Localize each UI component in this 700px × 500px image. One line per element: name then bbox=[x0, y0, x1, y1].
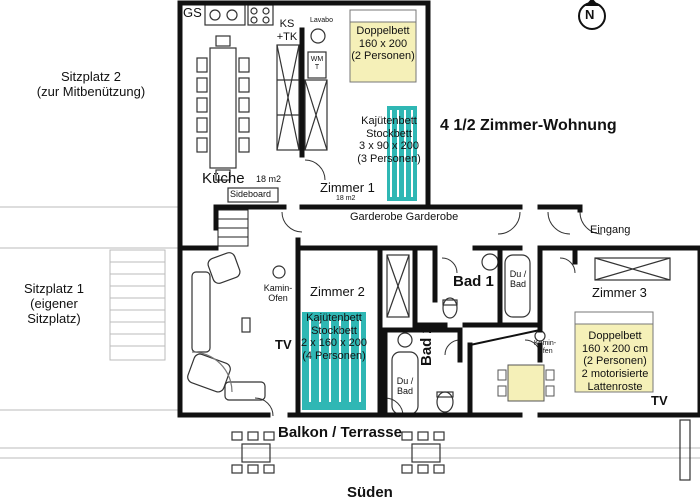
bunk-bed-zimmer1 bbox=[387, 106, 417, 201]
balkon-terrasse-label: Balkon / Terrasse bbox=[278, 424, 402, 441]
zimmer1-bunk-bed-label: Kajütenbett Stockbett 3 x 90 x 200 (3 Pe… bbox=[357, 115, 421, 165]
kuche-label: Küche bbox=[202, 170, 245, 187]
zimmer1-area: 18 m2 bbox=[336, 195, 356, 202]
eingang-label: Eingang bbox=[590, 224, 631, 236]
zimmer1-label: Zimmer 1 bbox=[320, 180, 375, 195]
kitchen-table bbox=[196, 35, 250, 181]
zimmer2-label: Zimmer 2 bbox=[310, 284, 365, 299]
bad1-dubad-label: Du / Bad bbox=[509, 269, 527, 290]
tv-living-label: TV bbox=[275, 337, 292, 352]
sueden-label: Süden bbox=[347, 484, 393, 500]
kamin-ofen-living-label: Kamin- Ofen bbox=[263, 283, 293, 304]
kamin-ofen-zimmer3-label: Kamin- Ofen bbox=[533, 340, 557, 356]
zimmer1-double-bed-label: Doppelbett 160 x 200 (2 Personen) bbox=[351, 25, 415, 63]
lavabo-label: Lavabo bbox=[310, 17, 333, 24]
compass bbox=[578, 0, 606, 30]
bad2-dubad-label: Du / Bad bbox=[396, 376, 414, 397]
zimmer3-label: Zimmer 3 bbox=[592, 285, 647, 300]
bad2-label: Bad 2 bbox=[418, 325, 435, 366]
compass-north-label: N bbox=[585, 7, 595, 22]
gs-label: GS bbox=[183, 5, 202, 20]
plan-title: 4 1/2 Zimmer-Wohnung bbox=[440, 117, 617, 134]
ks-tk-label: KS +TK bbox=[276, 18, 298, 43]
zimmer3-double-bed-label: Doppelbett 160 x 200 cm (2 Personen) 2 m… bbox=[581, 330, 649, 393]
zimmer2-bunk-bed-label: Kajütenbett Stockbett 2 x 160 x 200 (4 P… bbox=[300, 312, 368, 362]
kuche-area: 18 m2 bbox=[256, 174, 282, 184]
bad1-label: Bad 1 bbox=[453, 273, 494, 290]
tv-zimmer3-label: TV bbox=[651, 393, 668, 408]
sideboard-label: Sideboard bbox=[230, 189, 272, 199]
sitzplatz2-label: Sitzplatz 2 (zur Mitbenützung) bbox=[36, 69, 146, 99]
sofa-group bbox=[187, 252, 286, 401]
stairs bbox=[217, 209, 249, 247]
bunk-bed-zimmer2 bbox=[302, 312, 366, 410]
walls bbox=[177, 0, 700, 418]
garderobe-label: Garderobe Garderobe bbox=[350, 211, 459, 223]
wm-t-label: WM T bbox=[310, 56, 324, 72]
sitzplatz1-label: Sitzplatz 1 (eigener Sitzplatz) bbox=[24, 281, 84, 326]
table-zimmer3 bbox=[507, 364, 545, 402]
